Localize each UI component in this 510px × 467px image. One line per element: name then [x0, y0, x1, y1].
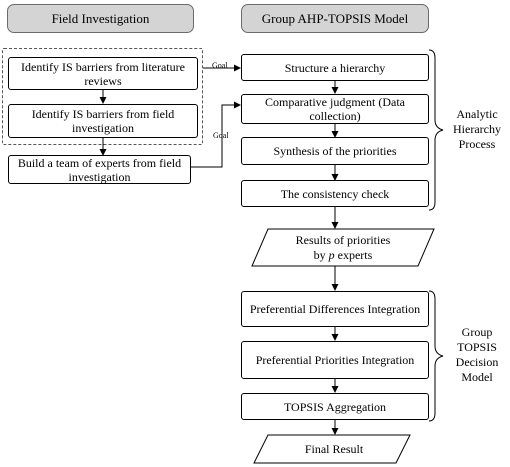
topsis-aggregation-text: TOPSIS Aggregation [283, 399, 387, 414]
results-line-1: Results of priorities [295, 233, 391, 247]
preferential-priorities-box: Preferential Priorities Integration [241, 341, 429, 379]
final-result-parallelogram [253, 434, 411, 464]
structure-hierarchy-text: Structure a hierarchy [284, 60, 386, 75]
arrow-goal-judgment [191, 101, 241, 168]
synthesis-priorities-box: Synthesis of the priorities [241, 137, 429, 165]
literature-review-box: Identify IS barriers from literature rev… [8, 57, 198, 90]
ahp-side-line-2: Hierarchy [453, 122, 501, 136]
field-investigation-text: Identify IS barriers from field investig… [31, 107, 175, 135]
barrier-identification-group [2, 48, 203, 145]
topsis-brace [428, 290, 444, 422]
ahp-side-label: Analytic Hierarchy Process [446, 107, 508, 152]
preferential-priorities-text: Preferential Priorities Integration [255, 353, 415, 367]
goal-label-1: Goal [212, 61, 228, 70]
results-line-2-pre: by [313, 248, 329, 262]
synthesis-priorities-text: Synthesis of the priorities [273, 144, 397, 158]
results-text-block: Results of priorities by p experts [296, 233, 391, 263]
results-line-2: by p experts [296, 248, 391, 263]
results-line-2-post: experts [334, 248, 373, 262]
expert-team-box: Build a team of experts from field inves… [8, 155, 191, 184]
results-parallelogram [251, 228, 435, 267]
topsis-aggregation-box: TOPSIS Aggregation [241, 393, 429, 420]
preferential-differences-box: Preferential Differences Integration [241, 291, 429, 327]
preferential-differences-text: Preferential Differences Integration [249, 302, 421, 316]
ahp-side-line-1: Analytic [456, 107, 498, 121]
field-investigation-header: Field Investigation [7, 4, 194, 33]
results-line-2-var: p [328, 248, 335, 262]
group-ahp-topsis-title: Group AHP-TOPSIS Model [261, 10, 409, 26]
final-result-text: Final Result [304, 441, 364, 456]
consistency-check-text: The consistency check [280, 186, 390, 201]
topsis-side-line-1: Group [461, 325, 493, 339]
final-result-label: Final Result [262, 437, 406, 461]
structure-hierarchy-box: Structure a hierarchy [241, 54, 429, 81]
ahp-brace [428, 49, 444, 211]
group-ahp-topsis-header: Group AHP-TOPSIS Model [241, 4, 429, 33]
ahp-side-line-3: Process [458, 137, 496, 151]
literature-review-text: Identify IS barriers from literature rev… [21, 59, 185, 88]
comparative-judgment-text: Comparative judgment (Data collection) [265, 95, 405, 123]
comparative-judgment-box: Comparative judgment (Data collection) [241, 94, 429, 124]
goal-label-2: Goal [213, 131, 229, 140]
field-investigation-title: Field Investigation [51, 10, 150, 26]
topsis-side-line-2: TOPSIS [457, 340, 497, 354]
expert-team-text: Build a team of experts from field inves… [17, 155, 182, 184]
consistency-check-box: The consistency check [241, 180, 429, 207]
topsis-side-line-4: Model [461, 370, 493, 384]
results-of-priorities-label: Results of priorities by p experts [258, 231, 428, 265]
topsis-side-label: Group TOPSIS Decision Model [446, 325, 508, 385]
topsis-side-line-3: Decision [455, 355, 499, 369]
field-investigation-box: Identify IS barriers from field investig… [8, 104, 198, 138]
